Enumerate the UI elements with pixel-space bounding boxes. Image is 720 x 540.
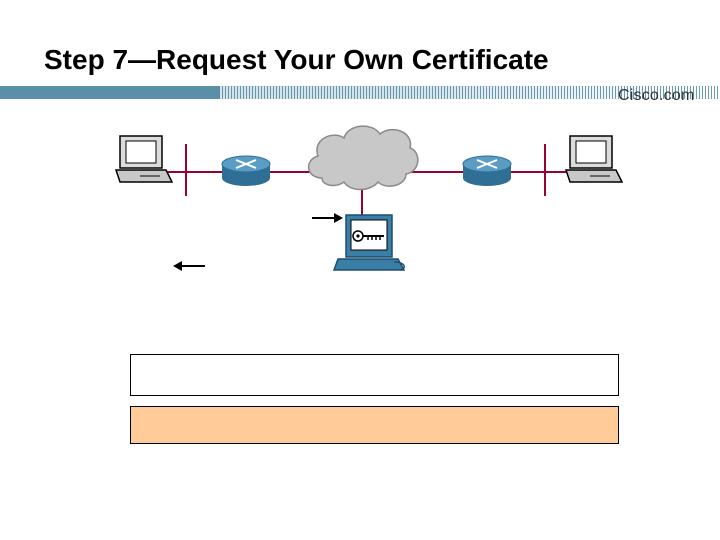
- pc-icon: [114, 135, 174, 183]
- cloud-icon: [308, 125, 419, 191]
- brand-logo: Cisco.com: [618, 87, 695, 104]
- router-icon: [462, 155, 512, 186]
- ca-server-icon: [332, 214, 406, 271]
- slide-title: Step 7—Request Your Own Certificate: [44, 44, 549, 75]
- arrow-right-icon: [312, 213, 343, 223]
- key-icon: [352, 230, 384, 242]
- header-rule: [0, 86, 720, 99]
- arrow-left-icon: [173, 261, 205, 271]
- info-box-upper: [130, 354, 619, 396]
- pc-icon: [564, 135, 624, 183]
- router-icon: [221, 155, 271, 186]
- info-box-lower: [130, 406, 619, 444]
